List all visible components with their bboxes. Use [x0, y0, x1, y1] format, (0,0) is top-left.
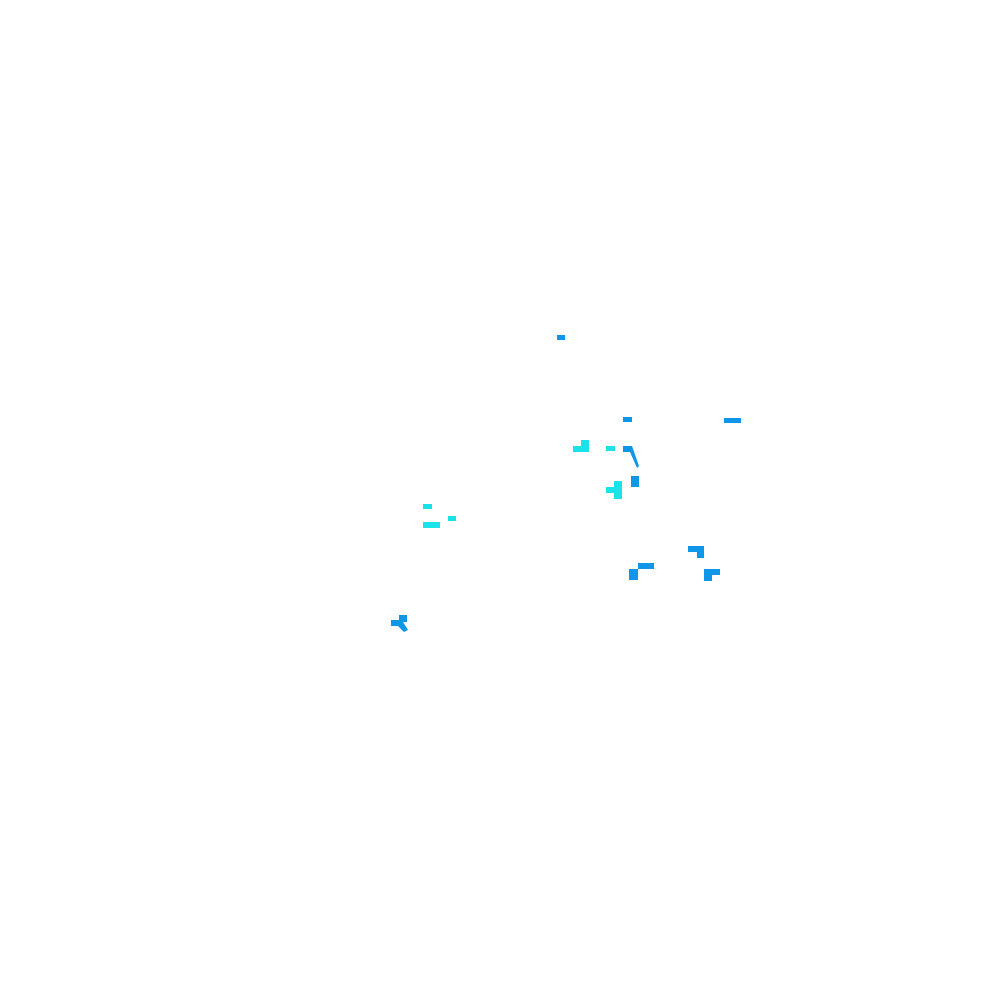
cyan-fragment [606, 446, 615, 451]
blue-fragment [629, 569, 638, 580]
cyan-fragment [606, 481, 622, 499]
cyan-fragment [423, 522, 440, 528]
cyan-fragment [423, 504, 432, 509]
blue-fragment [724, 418, 741, 423]
blue-fragment-group [391, 335, 741, 632]
blue-fragment [391, 615, 408, 632]
cyan-fragment-group [423, 440, 622, 528]
blue-fragment [688, 546, 704, 558]
cyan-fragment [448, 516, 456, 521]
blue-fragment [557, 335, 565, 340]
blue-fragment [623, 417, 632, 422]
blue-fragment [631, 476, 639, 487]
blue-fragment [704, 569, 720, 581]
cyan-fragment [573, 440, 589, 452]
blue-fragment [638, 563, 654, 569]
blue-fragment [623, 446, 639, 468]
